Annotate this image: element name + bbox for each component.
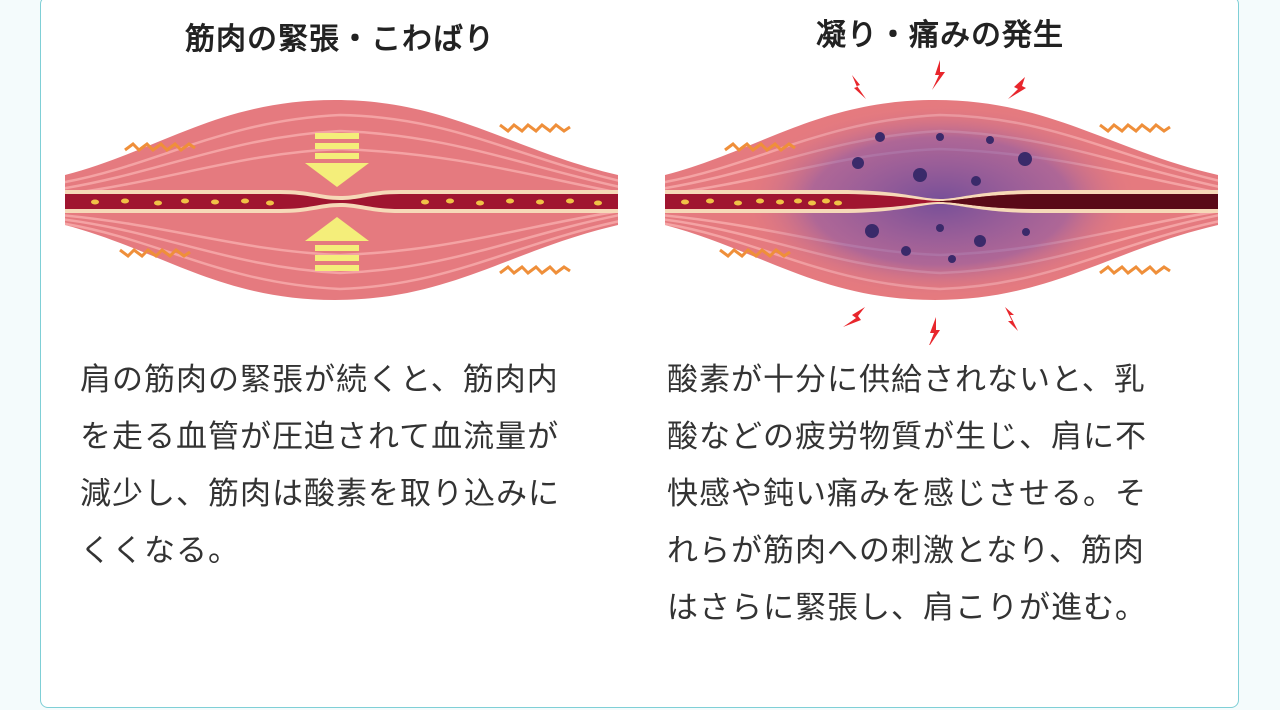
blood-vessel xyxy=(665,190,1218,213)
panel-title: 筋肉の緊張・こわばり xyxy=(185,22,495,57)
panel-title: 凝り・痛みの発生 xyxy=(816,18,1064,53)
panel-description: 肩の筋肉の緊張が続くと、筋肉内 を走る血管が圧迫されて血流量が 減少し、筋肉は酸… xyxy=(80,362,560,569)
lightning-icon xyxy=(843,60,1026,345)
tense-muscle-illustration xyxy=(65,100,618,300)
compress-arrow-down-icon xyxy=(305,133,369,187)
blood-vessel xyxy=(65,190,618,213)
squiggle-icon xyxy=(719,123,1171,275)
panel-description: 酸素が十分に供給されないと、乳 酸などの疲労物質が生じ、肩に不 快感や鈍い痛みを… xyxy=(667,362,1147,626)
fatigue-particle-icon xyxy=(852,132,1032,263)
compress-arrow-up-icon xyxy=(305,217,369,271)
painful-muscle-illustration xyxy=(665,60,1218,345)
squiggle-icon xyxy=(119,123,571,275)
panel-muscle-tension: 筋肉の緊張・こわばり xyxy=(40,0,640,710)
panel-stiffness-pain: 凝り・痛みの発生 xyxy=(640,0,1240,710)
